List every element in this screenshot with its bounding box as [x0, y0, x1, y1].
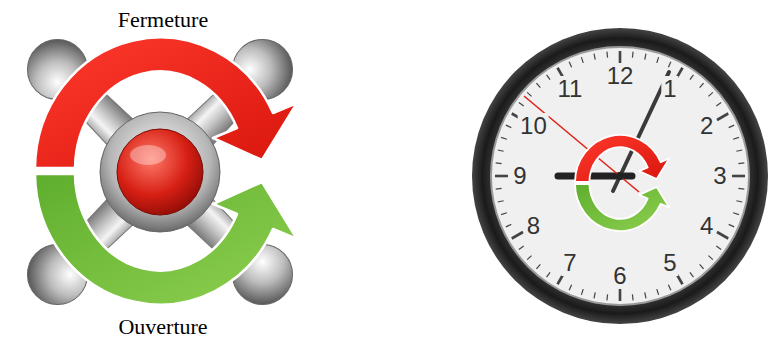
clock-tick: [738, 162, 744, 164]
clock-tick: [527, 92, 531, 96]
clock-tick: [569, 285, 571, 290]
clock-number: 9: [511, 163, 528, 189]
clock-tick: [594, 292, 595, 298]
small-closing-arrow: [575, 135, 669, 182]
clock-tick: [581, 289, 583, 295]
clock-tick: [496, 188, 502, 190]
clock-tick: [717, 232, 728, 239]
clock-tick: [619, 288, 622, 301]
clock-tick: [594, 54, 595, 60]
clock-tick: [690, 75, 694, 80]
clock-tick: [547, 272, 551, 277]
clock-number: 6: [611, 263, 628, 289]
clock-tick: [498, 201, 504, 202]
clock-tick: [729, 224, 734, 226]
clock-tick: [501, 213, 507, 215]
clock-tick: [506, 125, 511, 127]
clock-rim: [472, 28, 768, 324]
clock-tick: [506, 224, 511, 226]
clock-tick: [657, 57, 659, 63]
clock: [472, 28, 768, 324]
clock-tick: [690, 272, 694, 277]
clock-tick: [668, 62, 670, 67]
closing-arrow: [35, 37, 297, 168]
clock-number: 1: [661, 76, 678, 102]
clock-number: 12: [605, 63, 636, 89]
clock-tick: [645, 54, 646, 60]
tap-handle: [15, 27, 305, 317]
clock-face: [492, 48, 748, 304]
clock-tick: [569, 62, 571, 67]
clock-tick: [495, 175, 508, 178]
red-cap: [117, 129, 203, 215]
clock-number: 11: [556, 76, 585, 102]
opening-arrow: [35, 174, 297, 305]
clock-tick: [536, 264, 540, 268]
clock-tick: [547, 75, 551, 80]
clock-tick: [708, 92, 712, 96]
clock-tick: [606, 294, 608, 300]
clock-tick: [717, 114, 728, 121]
clock-tick: [519, 246, 524, 250]
clock-tick: [519, 103, 524, 107]
clock-tick: [657, 289, 659, 295]
hour-hand: [558, 173, 632, 180]
action-label: Fermeture: [118, 9, 208, 31]
clock-tick: [498, 150, 504, 151]
clock-tick: [700, 264, 704, 268]
clock-tick: [496, 162, 502, 164]
small-opening-arrow: [575, 184, 669, 231]
clock-tick: [729, 125, 734, 127]
clock-number: 8: [525, 213, 542, 239]
clock-number: 4: [698, 213, 715, 239]
clock-tick: [668, 285, 670, 290]
clock-tick: [716, 246, 721, 250]
clock-tick: [512, 232, 523, 239]
clock-tick: [632, 52, 634, 58]
clock-tick: [536, 83, 540, 87]
clock-tick: [732, 175, 745, 178]
hand-pivot: [616, 172, 624, 180]
cap-highlight: [130, 145, 166, 165]
clock-tick: [501, 137, 507, 139]
clock-number: 10: [518, 113, 549, 139]
clock-tick: [632, 294, 634, 300]
clock-tick: [736, 201, 742, 202]
clock-number: 2: [698, 113, 715, 139]
clock-ticks: [495, 51, 745, 301]
clock-tick: [733, 213, 739, 215]
clock-tick: [738, 188, 744, 190]
clock-tick: [606, 52, 608, 58]
action-label: Ouverture: [118, 316, 207, 338]
small-arrows: [575, 135, 669, 231]
clock-bezel: [490, 46, 750, 306]
handle-hub: [100, 112, 220, 232]
clock-number: 5: [661, 250, 678, 276]
clock-tick: [716, 103, 721, 107]
clock-number: 3: [711, 163, 728, 189]
clock-tick: [708, 256, 712, 260]
clock-tick: [700, 83, 704, 87]
clock-tick: [733, 137, 739, 139]
clock-tick: [736, 150, 742, 151]
clock-number: 7: [561, 250, 578, 276]
clock-tick: [527, 256, 531, 260]
clock-tick: [581, 57, 583, 63]
clock-tick: [645, 292, 646, 298]
